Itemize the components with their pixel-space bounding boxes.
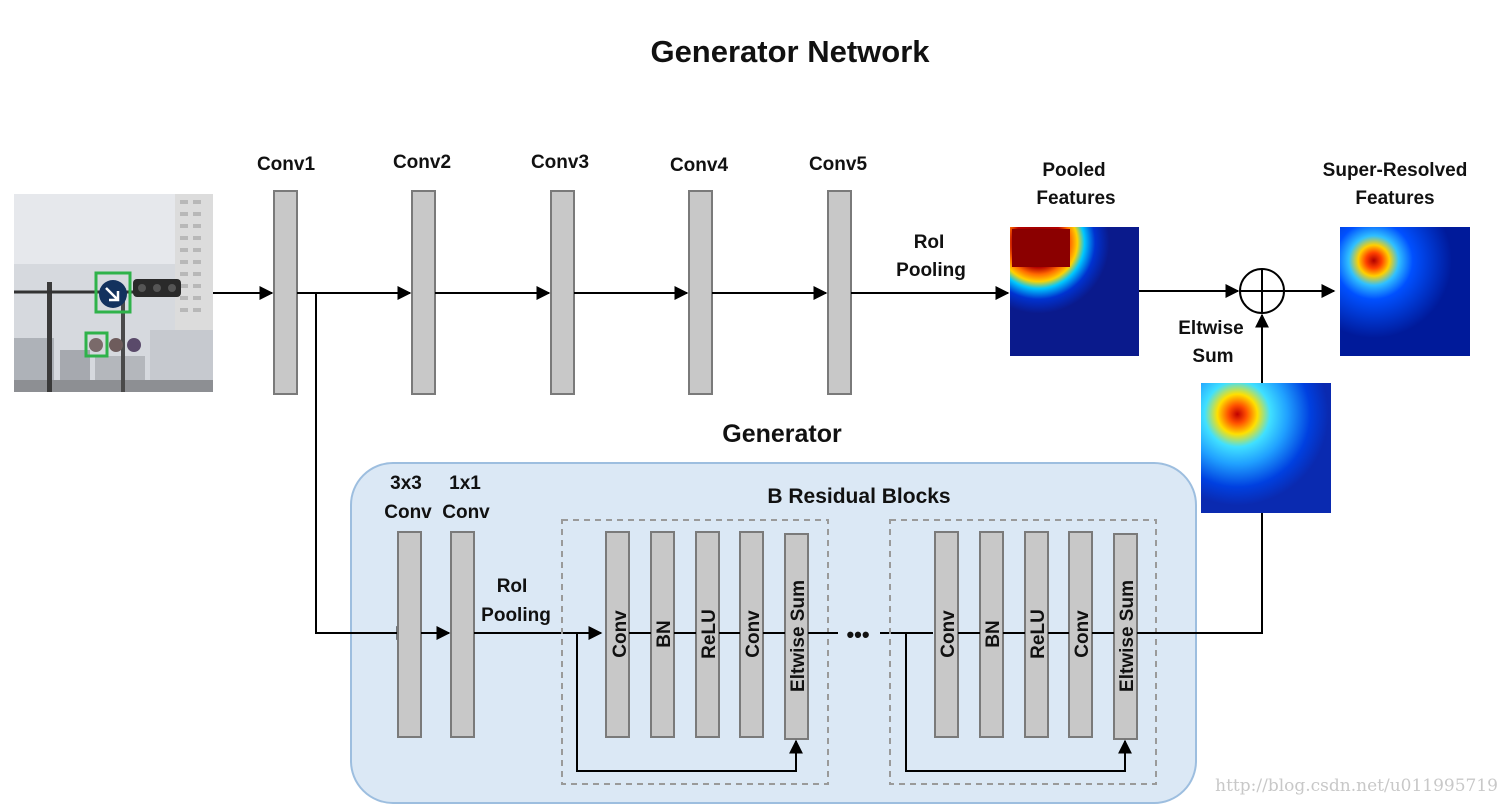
pooled-features: Pooled Features <box>1010 160 1139 356</box>
conv2-layer <box>411 190 436 395</box>
backbone: Conv1 Conv2 Conv3 Conv4 Conv5 RoI Poolin… <box>213 152 1010 395</box>
block2-bn <box>979 531 1004 738</box>
conv5-label: Conv5 <box>809 154 868 175</box>
gen-roi-pooling-label-1: RoI <box>497 576 528 597</box>
generator-title: Generator <box>722 420 842 448</box>
block2-relu <box>1024 531 1049 738</box>
diagram-title: Generator Network <box>650 34 930 69</box>
block1-relu <box>695 531 720 738</box>
roi-pooling-label-1: RoI <box>914 232 945 253</box>
super-resolved-heatmap <box>1340 227 1470 356</box>
block2-conv-a-label: Conv <box>938 610 959 658</box>
conv4-layer <box>688 190 713 395</box>
conv1x1-label-1: 1x1 <box>449 473 481 494</box>
residual-blocks-title: B Residual Blocks <box>767 485 950 508</box>
watermark: http://blog.csdn.net/u011995719 <box>1215 776 1498 796</box>
block1-conv-b-label: Conv <box>743 610 764 658</box>
block2-conv-b-label: Conv <box>1072 610 1093 658</box>
conv3x3-layer <box>397 531 422 738</box>
eltwise-label-1: Eltwise <box>1178 318 1243 339</box>
gen-roi-pooling-label-2: Pooling <box>481 605 551 626</box>
conv2-label: Conv2 <box>393 152 451 173</box>
roi-pooling-label-2: Pooling <box>896 260 966 281</box>
block2-eltwise <box>1113 533 1138 740</box>
block2-conv-b <box>1068 531 1093 738</box>
block1-eltwise <box>784 533 809 740</box>
conv1-label: Conv1 <box>257 154 316 175</box>
input-image <box>14 194 213 392</box>
conv4-label: Conv4 <box>670 155 729 176</box>
block1-conv-a-label: Conv <box>610 610 631 658</box>
block1-relu-label: ReLU <box>699 609 720 659</box>
generator-output-line <box>1137 513 1263 634</box>
super-resolved-label-1: Super-Resolved <box>1323 160 1468 181</box>
conv3-label: Conv3 <box>531 152 589 173</box>
block2-bn-label: BN <box>983 620 1004 647</box>
conv3x3-label-1: 3x3 <box>390 473 422 494</box>
eltwise-label-2: Sum <box>1192 346 1233 367</box>
branch-conv1-to-generator <box>315 293 411 640</box>
block2-relu-label: ReLU <box>1028 609 1049 659</box>
residual-block-2: Conv BN ReLU Conv Eltwise Sum <box>889 519 1157 785</box>
pooled-features-label-2: Features <box>1036 188 1115 209</box>
conv1x1-layer <box>450 531 475 738</box>
conv1x1-label-2: Conv <box>442 502 490 523</box>
conv3x3-label-2: Conv <box>384 502 432 523</box>
pooled-features-label-1: Pooled <box>1042 160 1105 181</box>
residual-block-1: Conv BN ReLU Conv Eltwise Sum <box>561 519 829 785</box>
residual-heatmap <box>1201 383 1331 513</box>
block1-bn-label: BN <box>654 620 675 647</box>
block2-eltwise-label: Eltwise Sum <box>1117 580 1138 692</box>
eltwise-sum-node: Eltwise Sum <box>1139 268 1336 383</box>
block1-eltwise-label: Eltwise Sum <box>788 580 809 692</box>
block1-conv-b <box>739 531 764 738</box>
block1-conv-a <box>605 531 630 738</box>
generator-front: 3x3 Conv 1x1 Conv RoI Pooling <box>384 473 603 738</box>
block1-bn <box>650 531 675 738</box>
conv5-layer <box>827 190 852 395</box>
super-resolved-features: Super-Resolved Features <box>1323 160 1470 356</box>
conv1-layer <box>273 190 298 395</box>
block2-conv-a <box>934 531 959 738</box>
blocks-ellipsis: ••• <box>846 622 869 647</box>
conv3-layer <box>550 190 575 395</box>
super-resolved-label-2: Features <box>1355 188 1434 209</box>
